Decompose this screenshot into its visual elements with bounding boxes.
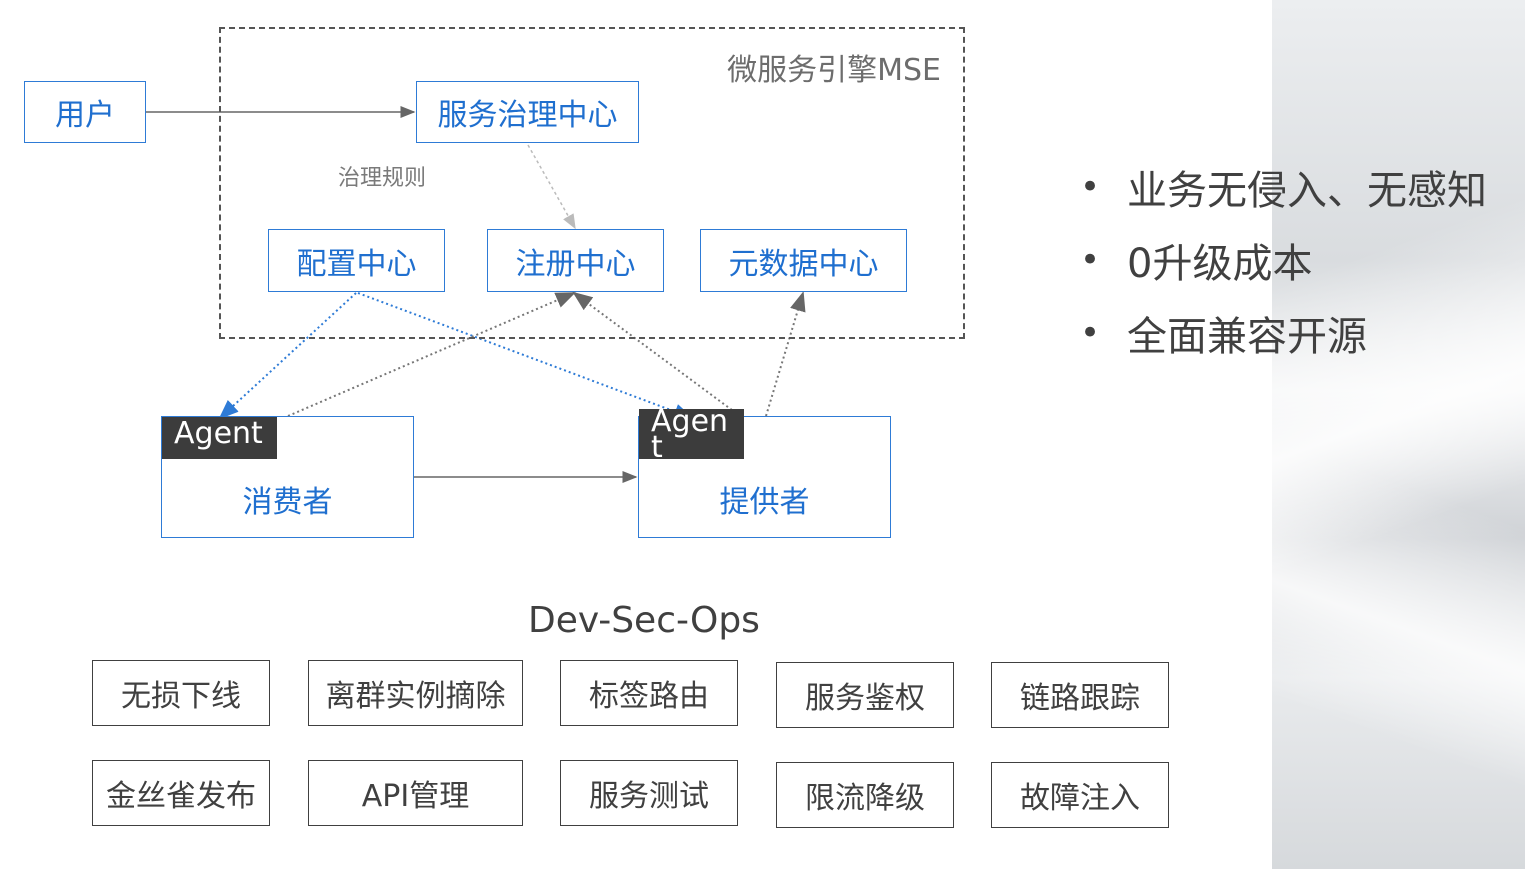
registry-center-node: 注册中心 xyxy=(487,229,664,292)
feature-item: • 全面兼容开源 xyxy=(1080,296,1487,369)
bullet-icon: • xyxy=(1080,239,1101,280)
provider-label: 提供者 xyxy=(719,485,810,520)
capability-box: 限流降级 xyxy=(776,762,954,828)
capability-box: 故障注入 xyxy=(991,762,1169,828)
governance-rule-label: 治理规则 xyxy=(338,166,427,191)
feature-text: 业务无侵入、无感知 xyxy=(1127,167,1487,214)
user-node: 用户 xyxy=(24,81,146,143)
capability-box: 服务鉴权 xyxy=(776,662,954,728)
mse-title: 微服务引擎MSE xyxy=(727,53,941,88)
arrow-consumer-to-registry xyxy=(287,292,576,417)
feature-item: • 业务无侵入、无感知 xyxy=(1080,150,1487,223)
bullet-icon: • xyxy=(1080,312,1101,353)
capability-box: 标签路由 xyxy=(560,660,738,726)
feature-text: 全面兼容开源 xyxy=(1127,313,1367,360)
arrow-config-to-consumer-agent xyxy=(218,292,357,420)
arrow-governance-to-registry xyxy=(527,144,576,230)
governance-center-node: 服务治理中心 xyxy=(416,81,639,143)
mse-container: 微服务引擎MSE xyxy=(219,27,965,339)
arrow-provider-to-metadata xyxy=(765,291,806,417)
feature-text: 0升级成本 xyxy=(1127,240,1313,287)
capability-box: API管理 xyxy=(308,760,523,826)
consumer-agent-badge: Agent xyxy=(162,417,277,459)
background-decoration xyxy=(1272,0,1525,869)
devsecops-title: Dev-Sec-Ops xyxy=(528,600,760,641)
consumer-label: 消费者 xyxy=(242,485,333,520)
feature-item: • 0升级成本 xyxy=(1080,223,1487,296)
capability-box: 无损下线 xyxy=(92,660,270,726)
capability-box: 金丝雀发布 xyxy=(92,760,270,826)
provider-node: Agen t 提供者 xyxy=(638,409,891,538)
capability-box: 链路跟踪 xyxy=(991,662,1169,728)
feature-list: • 业务无侵入、无感知 • 0升级成本 • 全面兼容开源 xyxy=(1080,150,1487,369)
metadata-center-node: 元数据中心 xyxy=(700,229,907,292)
capability-box: 离群实例摘除 xyxy=(308,660,523,726)
config-center-node: 配置中心 xyxy=(268,229,445,292)
capability-box: 服务测试 xyxy=(560,760,738,826)
bullet-icon: • xyxy=(1080,166,1101,207)
provider-agent-badge: Agen t xyxy=(639,409,744,459)
consumer-node: Agent 消费者 xyxy=(161,416,414,538)
